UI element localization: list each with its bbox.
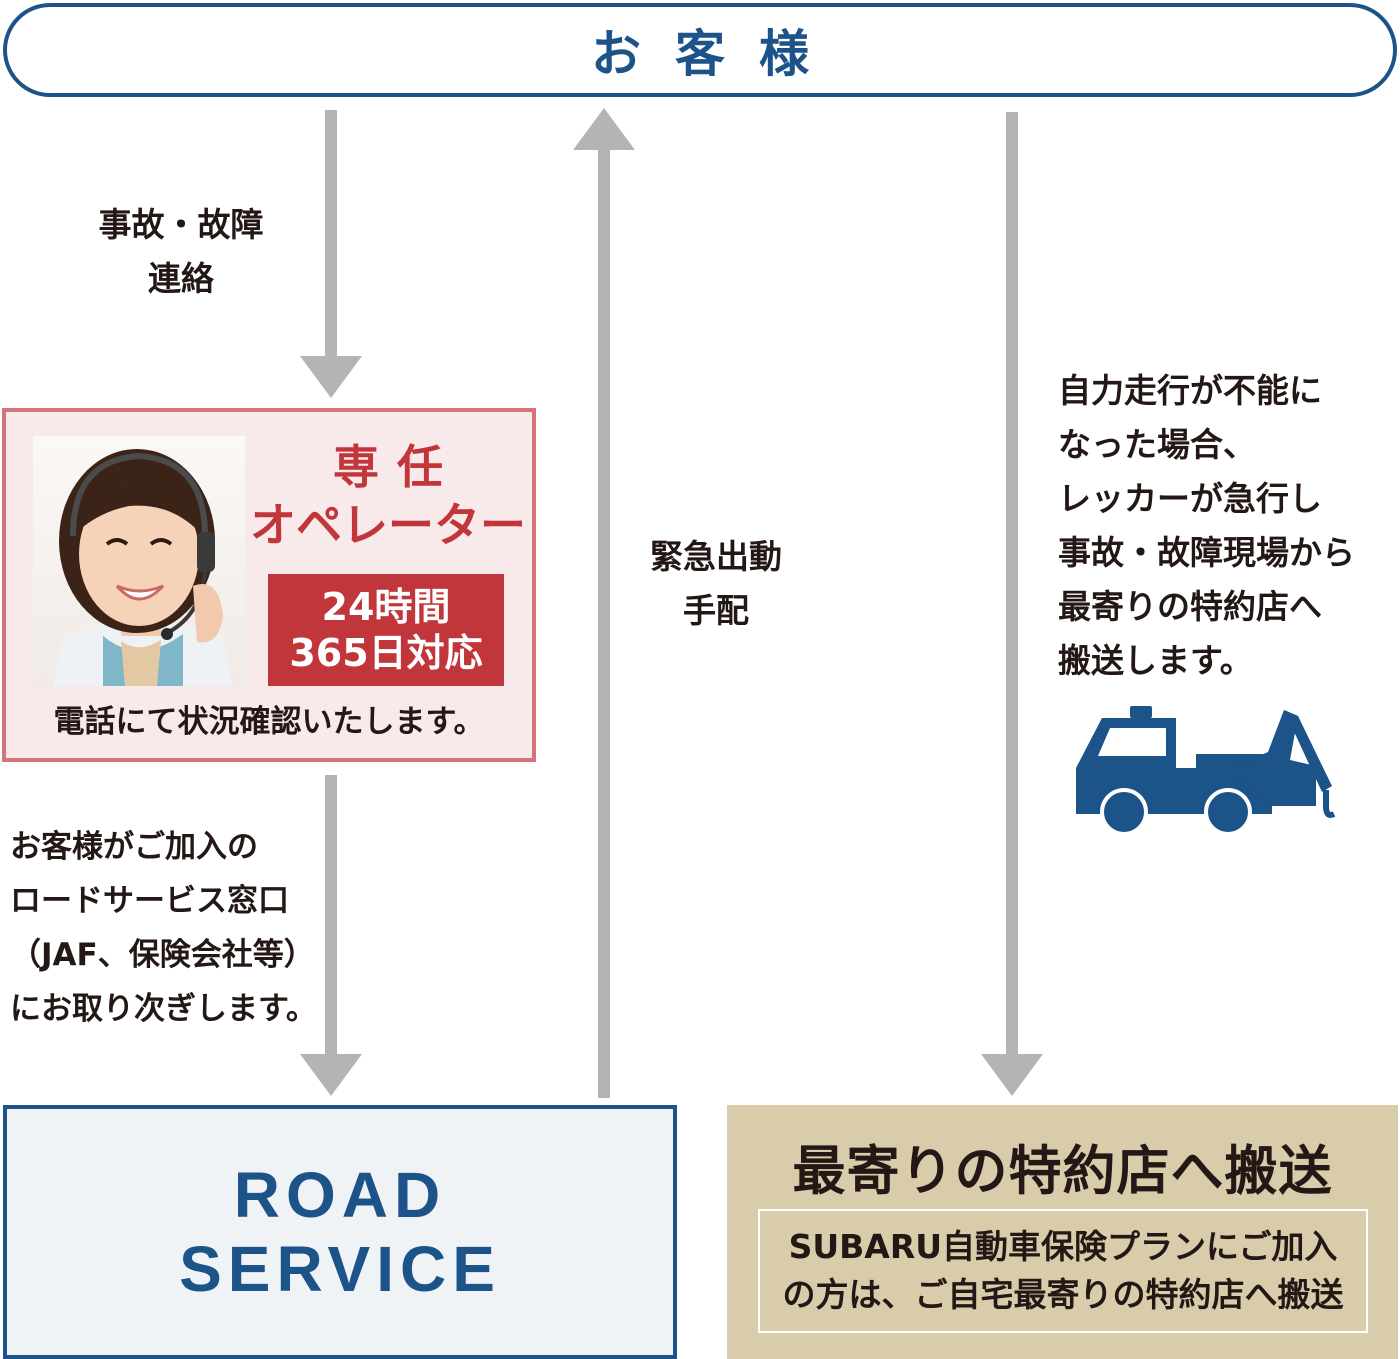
hours-badge-line-1: 24時間	[321, 585, 451, 629]
operator-caption: 電話にて状況確認いたします。	[53, 704, 485, 740]
tow-line-1: 自力走行が不能に	[1058, 371, 1322, 410]
arrow-report-shaft	[325, 110, 337, 356]
arrow-handoff-shaft	[325, 775, 337, 1054]
road-service-box: ROAD SERVICE	[3, 1105, 677, 1359]
dealer-note-line-2: の方は、ご自宅最寄りの特約店へ搬送	[782, 1275, 1344, 1314]
dealer-note-line-1: SUBARU自動車保険プランにご加入	[788, 1227, 1338, 1266]
tow-line-3: レッカーが急行し	[1058, 479, 1322, 518]
operator-headset-photo	[33, 436, 245, 686]
handoff-line-4: にお取り次ぎします。	[10, 991, 317, 1027]
road-service-line-2: SERVICE	[179, 1233, 501, 1305]
tow-line-6: 搬送します。	[1058, 641, 1253, 680]
arrow-tow-head	[981, 1054, 1043, 1096]
arrow-dispatch-head	[573, 108, 635, 150]
arrow-dispatch-shaft	[598, 148, 610, 1098]
handoff-line-2: ロードサービス窓口	[10, 883, 289, 919]
arrow-report-head	[300, 356, 362, 398]
handoff-text: お客様がご加入の ロードサービス窓口 （JAF、保険会社等） にお取り次ぎします…	[10, 820, 317, 1036]
operator-box: 専任 オペレーター 24時間 365日対応 電話にて状況確認いたします。	[2, 408, 536, 762]
operator-title: 専任 オペレーター	[246, 438, 530, 554]
tow-line-5: 最寄りの特約店へ	[1058, 587, 1322, 626]
handoff-line-3: （JAF、保険会社等）	[10, 937, 315, 973]
hours-badge-line-2: 365日対応	[289, 631, 483, 675]
operator-title-line-2: オペレーター	[250, 498, 526, 552]
customer-bar: お客様	[3, 3, 1397, 97]
arrow-handoff-head	[300, 1054, 362, 1096]
road-service-line-1: ROAD	[233, 1159, 447, 1231]
report-line-2: 連絡	[148, 259, 214, 298]
dealer-title: 最寄りの特約店へ搬送	[792, 1141, 1333, 1202]
dealer-note: SUBARU自動車保険プランにご加入 の方は、ご自宅最寄りの特約店へ搬送	[758, 1209, 1368, 1333]
report-line-1: 事故・故障	[98, 205, 264, 244]
dispatch-text: 緊急出動 手配	[638, 530, 794, 638]
tow-line-2: なった場合、	[1058, 425, 1256, 464]
dispatch-line-1: 緊急出動	[650, 537, 782, 576]
tow-text: 自力走行が不能に なった場合、 レッカーが急行し 事故・故障現場から 最寄りの特…	[1058, 364, 1355, 688]
customer-title: お客様	[591, 25, 843, 83]
handoff-line-1: お客様がご加入の	[10, 829, 258, 865]
tow-truck-icon	[1076, 706, 1336, 836]
hours-badge: 24時間 365日対応	[268, 574, 504, 686]
arrow-tow-shaft	[1006, 112, 1018, 1054]
dealer-box: 最寄りの特約店へ搬送 SUBARU自動車保険プランにご加入 の方は、ご自宅最寄り…	[727, 1105, 1398, 1359]
report-text: 事故・故障 連絡	[96, 198, 266, 306]
tow-line-4: 事故・故障現場から	[1058, 533, 1355, 572]
operator-title-line-1: 専任	[333, 440, 461, 494]
dispatch-line-2: 手配	[683, 591, 749, 630]
